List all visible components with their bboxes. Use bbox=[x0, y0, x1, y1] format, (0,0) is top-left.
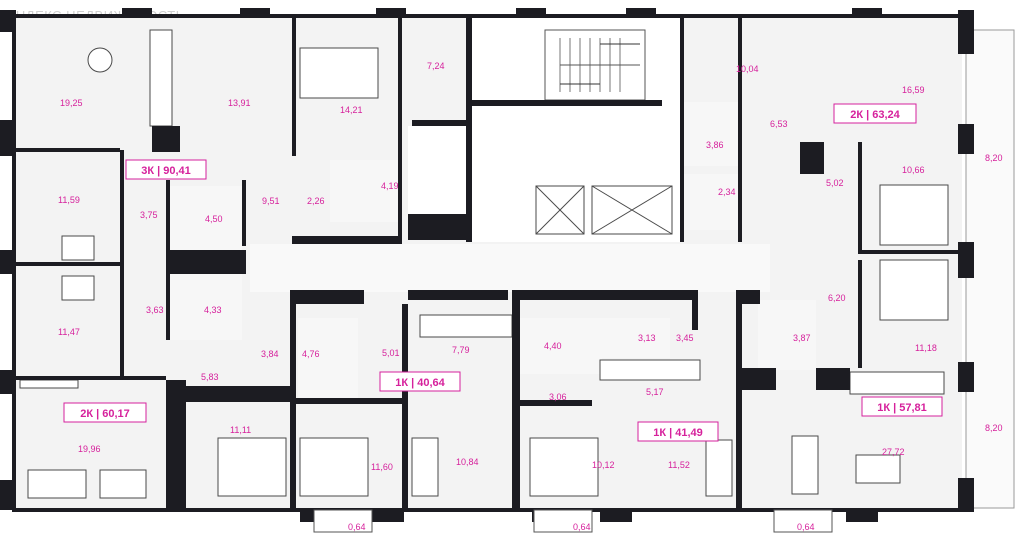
room-area: 4,40 bbox=[544, 341, 562, 351]
room-area: 2,34 bbox=[718, 187, 736, 197]
apartment-tag-1k-57: 1К | 57,81 bbox=[861, 396, 943, 417]
room-area: 4,33 bbox=[204, 305, 222, 315]
apartment-label: 2К | 60,17 bbox=[80, 408, 130, 420]
wet-rooms bbox=[170, 102, 816, 398]
room-area: 11,60 bbox=[371, 462, 393, 472]
room-area: 2,26 bbox=[307, 196, 325, 206]
room-area: 8,20 bbox=[985, 153, 1003, 163]
room-area: 11,11 bbox=[230, 425, 251, 435]
room-area: 10,04 bbox=[736, 64, 759, 74]
room-area: 0,64 bbox=[797, 522, 815, 532]
room-area: 4,50 bbox=[205, 214, 223, 224]
room-area: 19,96 bbox=[78, 444, 101, 454]
room-area: 14,21 bbox=[340, 105, 363, 115]
shaft bbox=[408, 126, 470, 214]
room-area: 5,01 bbox=[382, 348, 400, 358]
apartment-label: 1К | 57,81 bbox=[877, 402, 927, 414]
apartment-tag-2k-60: 2К | 60,17 bbox=[63, 402, 147, 423]
room-area: 6,20 bbox=[828, 293, 846, 303]
apartment-label: 1К | 40,64 bbox=[395, 377, 445, 389]
room-area: 0,64 bbox=[348, 522, 366, 532]
room-area: 11,47 bbox=[58, 327, 80, 337]
walls bbox=[0, 8, 974, 522]
room-area: 0,64 bbox=[573, 522, 591, 532]
corridor bbox=[250, 244, 770, 292]
small-balconies bbox=[313, 509, 833, 533]
room-area: 3,06 bbox=[549, 392, 567, 402]
room-area: 5,17 bbox=[646, 387, 664, 397]
room-area: 16,59 bbox=[902, 85, 925, 95]
room-area: 3,87 bbox=[793, 333, 811, 343]
room-area: 6,53 bbox=[770, 119, 788, 129]
room-area: 10,12 bbox=[592, 460, 615, 470]
room-area: 5,02 bbox=[826, 178, 844, 188]
room-area: 3,13 bbox=[638, 333, 656, 343]
room-area: 3,75 bbox=[140, 210, 158, 220]
room-area: 27,72 bbox=[882, 447, 905, 457]
room-area: 10,66 bbox=[902, 165, 925, 175]
room-area: 3,84 bbox=[261, 349, 279, 359]
room-area: 13,91 bbox=[228, 98, 251, 108]
room-area: 3,86 bbox=[706, 140, 724, 150]
room-area: 7,24 bbox=[427, 61, 445, 71]
room-area: 11,59 bbox=[58, 195, 80, 205]
room-area: 4,76 bbox=[302, 349, 320, 359]
room-area: 7,79 bbox=[452, 345, 470, 355]
room-area: 8,20 bbox=[985, 423, 1003, 433]
apartment-tag-3k: 3К | 90,41 bbox=[125, 159, 207, 180]
elevators bbox=[535, 185, 673, 235]
apartment-label: 3К | 90,41 bbox=[141, 165, 191, 177]
room-area: 3,63 bbox=[146, 305, 164, 315]
room-area: 5,83 bbox=[201, 372, 219, 382]
apartment-label: 2К | 63,24 bbox=[850, 109, 900, 121]
apartment-tags: 3К | 90,41 2К | 63,24 2К | 60,17 1К | 40… bbox=[63, 103, 943, 442]
room-area: 9,51 bbox=[262, 196, 280, 206]
room-area: 3,45 bbox=[676, 333, 694, 343]
room-area: 11,18 bbox=[915, 343, 937, 353]
apartment-tag-2k-63: 2К | 63,24 bbox=[833, 103, 917, 124]
room-areas: 19,25 13,91 14,21 7,24 10,04 16,59 6,53 … bbox=[58, 61, 1003, 532]
room-area: 19,25 bbox=[60, 98, 83, 108]
room-area: 4,19 bbox=[381, 181, 399, 191]
room-area: 11,52 bbox=[668, 460, 690, 470]
room-area: 10,84 bbox=[456, 457, 479, 467]
apartment-label: 1К | 41,49 bbox=[653, 427, 703, 439]
furniture bbox=[19, 29, 949, 499]
apartment-tag-1k-40: 1К | 40,64 bbox=[379, 371, 461, 392]
shaft-wall bbox=[408, 214, 470, 240]
apartment-tag-1k-41: 1К | 41,49 bbox=[637, 421, 719, 442]
